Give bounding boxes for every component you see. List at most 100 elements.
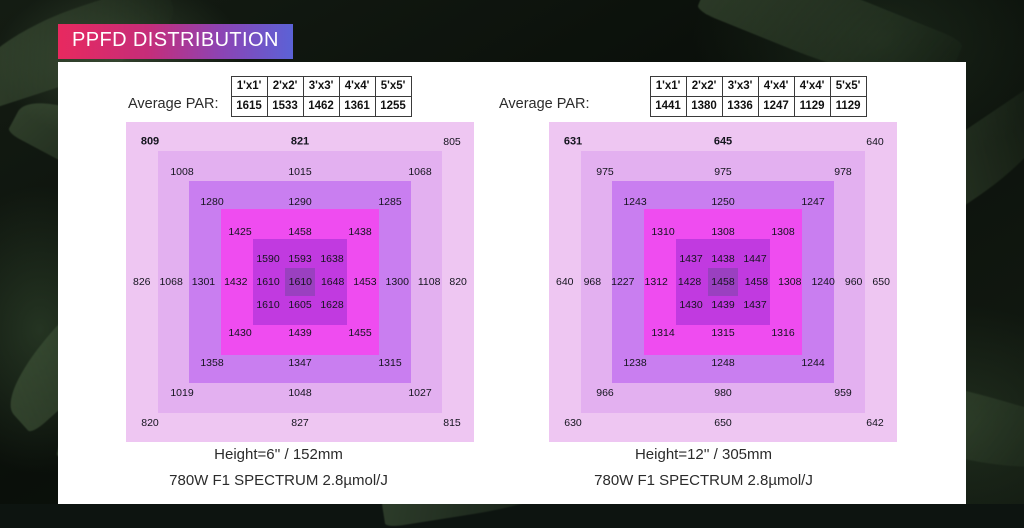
ppfd-value: 959 xyxy=(834,386,852,399)
ppfd-value: 820 xyxy=(141,416,159,429)
caption-spec: 780W F1 SPECTRUM 2.8µmol/J xyxy=(594,472,813,489)
ppfd-value: 1238 xyxy=(623,356,647,369)
ppfd-value: 630 xyxy=(564,416,582,429)
ppfd-value: 645 xyxy=(713,135,733,148)
ppfd-value: 1243 xyxy=(623,195,647,208)
par-value-cell: 1615 xyxy=(230,96,268,118)
ppfd-value: 631 xyxy=(563,135,583,148)
par-value-row: 1615 1533 1462 1361 1255 xyxy=(230,96,412,118)
par-value-cell: 1361 xyxy=(338,96,376,118)
ppfd-ring-5 xyxy=(285,268,315,296)
ppfd-value: 1290 xyxy=(288,195,312,208)
par-header-row: 1'x1' 2'x2' 3'x3' 4'x4' 4'x4' 5'x5' xyxy=(649,75,867,98)
ppfd-value: 1019 xyxy=(170,386,194,399)
ppfd-value: 1310 xyxy=(651,225,675,238)
ppfd-value: 1308 xyxy=(711,225,735,238)
par-value-cell: 1247 xyxy=(757,96,795,118)
par-header-cell: 5'x5' xyxy=(374,75,412,98)
ppfd-value: 966 xyxy=(596,386,614,399)
ppfd-value: 1638 xyxy=(320,252,344,265)
ppfd-value: 1048 xyxy=(288,386,312,399)
caption-spec: 780W F1 SPECTRUM 2.8µmol/J xyxy=(169,472,388,489)
par-value-cell: 1533 xyxy=(266,96,304,118)
ppfd-value: 1628 xyxy=(320,298,344,311)
average-par-table: 1'x1' 2'x2' 3'x3' 4'x4' 5'x5' 1615 1533 … xyxy=(230,75,412,118)
ppfd-value: 1250 xyxy=(711,195,735,208)
ppfd-value: 650 xyxy=(714,416,732,429)
par-header-cell: 4'x4' xyxy=(793,75,831,98)
ppfd-value: 1438 xyxy=(348,225,372,238)
ppfd-value: 1605 xyxy=(288,298,312,311)
ppfd-value: 1248 xyxy=(711,356,735,369)
ppfd-value: 1314 xyxy=(651,326,675,339)
ppfd-value: 809 xyxy=(140,135,160,148)
ppfd-value: 1280 xyxy=(200,195,224,208)
ppfd-value: 642 xyxy=(866,416,884,429)
ppfd-ring-5 xyxy=(708,268,738,296)
ppfd-value: 1439 xyxy=(288,326,312,339)
ppfd-value: 1015 xyxy=(288,165,312,178)
ppfd-value: 975 xyxy=(714,165,732,178)
ppfd-value: 978 xyxy=(834,165,852,178)
ppfd-value: 1455 xyxy=(348,326,372,339)
ppfd-value: 640 xyxy=(866,135,884,148)
average-par-label: Average PAR: xyxy=(128,96,219,113)
ppfd-value: 805 xyxy=(443,135,461,148)
ppfd-value: 1315 xyxy=(711,326,735,339)
ppfd-value: 1610 xyxy=(256,298,280,311)
ppfd-heatmap-12in: 631 645 640 975 975 978 1243 1250 1247 1… xyxy=(549,122,897,442)
caption-height: Height=6'' / 152mm xyxy=(214,446,343,463)
ppfd-panel-12in: Average PAR: 1'x1' 2'x2' 3'x3' 4'x4' 4'x… xyxy=(491,62,916,504)
ppfd-value: 827 xyxy=(291,416,309,429)
ppfd-value: 1068 xyxy=(408,165,432,178)
par-value-cell: 1129 xyxy=(829,96,867,118)
par-header-row: 1'x1' 2'x2' 3'x3' 4'x4' 5'x5' xyxy=(230,75,412,98)
ppfd-value: 1308 xyxy=(771,225,795,238)
par-value-cell: 1462 xyxy=(302,96,340,118)
ppfd-value: 1430 xyxy=(679,298,703,311)
par-header-cell: 2'x2' xyxy=(266,75,304,98)
average-par-table: 1'x1' 2'x2' 3'x3' 4'x4' 4'x4' 5'x5' 1441… xyxy=(649,75,867,118)
ppfd-panel-6in: Average PAR: 1'x1' 2'x2' 3'x3' 4'x4' 5'x… xyxy=(66,62,491,504)
ppfd-heatmap-6in: 809 821 805 1008 1015 1068 1280 1290 128… xyxy=(126,122,474,442)
par-value-row: 1441 1380 1336 1247 1129 1129 xyxy=(649,96,867,118)
par-header-cell: 4'x4' xyxy=(338,75,376,98)
ppfd-value: 1593 xyxy=(288,252,312,265)
ppfd-value: 815 xyxy=(443,416,461,429)
ppfd-value: 1439 xyxy=(711,298,735,311)
par-value-cell: 1255 xyxy=(374,96,412,118)
par-header-cell: 3'x3' xyxy=(721,75,759,98)
par-value-cell: 1441 xyxy=(649,96,687,118)
average-par-row: Average PAR: 1'x1' 2'x2' 3'x3' 4'x4' 5'x… xyxy=(66,75,491,118)
par-header-cell: 1'x1' xyxy=(649,75,687,98)
ppfd-value: 1590 xyxy=(256,252,280,265)
ppfd-value: 1458 xyxy=(288,225,312,238)
ppfd-value: 1285 xyxy=(378,195,402,208)
ppfd-value: 975 xyxy=(596,165,614,178)
par-header-cell: 2'x2' xyxy=(685,75,723,98)
par-value-cell: 1380 xyxy=(685,96,723,118)
ppfd-value: 1430 xyxy=(228,326,252,339)
par-value-cell: 1129 xyxy=(793,96,831,118)
ppfd-value: 1315 xyxy=(378,356,402,369)
caption-height: Height=12'' / 305mm xyxy=(634,446,773,463)
ppfd-value: 821 xyxy=(290,135,310,148)
average-par-label: Average PAR: xyxy=(499,96,590,113)
par-value-cell: 1336 xyxy=(721,96,759,118)
ppfd-content-card: Average PAR: 1'x1' 2'x2' 3'x3' 4'x4' 5'x… xyxy=(58,62,966,504)
ppfd-value: 1008 xyxy=(170,165,194,178)
ppfd-value: 1437 xyxy=(743,298,767,311)
ppfd-value: 1347 xyxy=(288,356,312,369)
ppfd-value: 1247 xyxy=(801,195,825,208)
ppfd-value: 1425 xyxy=(228,225,252,238)
ppfd-value: 980 xyxy=(714,386,732,399)
ppfd-value: 1244 xyxy=(801,356,825,369)
par-header-cell: 5'x5' xyxy=(829,75,867,98)
par-header-cell: 4'x4' xyxy=(757,75,795,98)
page-title: PPFD DISTRIBUTION xyxy=(58,24,293,59)
par-header-cell: 1'x1' xyxy=(230,75,268,98)
ppfd-value: 1447 xyxy=(743,252,767,265)
average-par-row: Average PAR: 1'x1' 2'x2' 3'x3' 4'x4' 4'x… xyxy=(491,75,916,118)
ppfd-value: 1438 xyxy=(711,252,735,265)
par-header-cell: 3'x3' xyxy=(302,75,340,98)
